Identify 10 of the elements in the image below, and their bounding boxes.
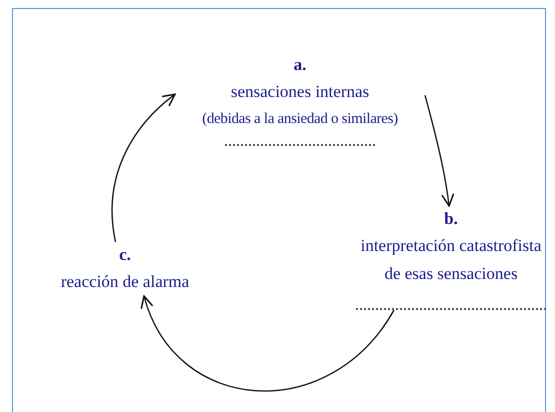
curved-arrow (142, 295, 395, 392)
curved-arrow (424, 95, 454, 207)
step-text: reacción de alarma (60, 271, 190, 293)
step-letter: a. (294, 54, 306, 76)
step-letter: b. (444, 208, 458, 230)
step-text: sensaciones internas (230, 81, 370, 103)
step-letter: c. (119, 244, 131, 266)
step-text: (debidas a la ansiedad o similares) (202, 110, 398, 129)
step-text: interpretación catastrofista de esas sensaciones (360, 235, 542, 285)
curved-arrow (111, 94, 176, 242)
